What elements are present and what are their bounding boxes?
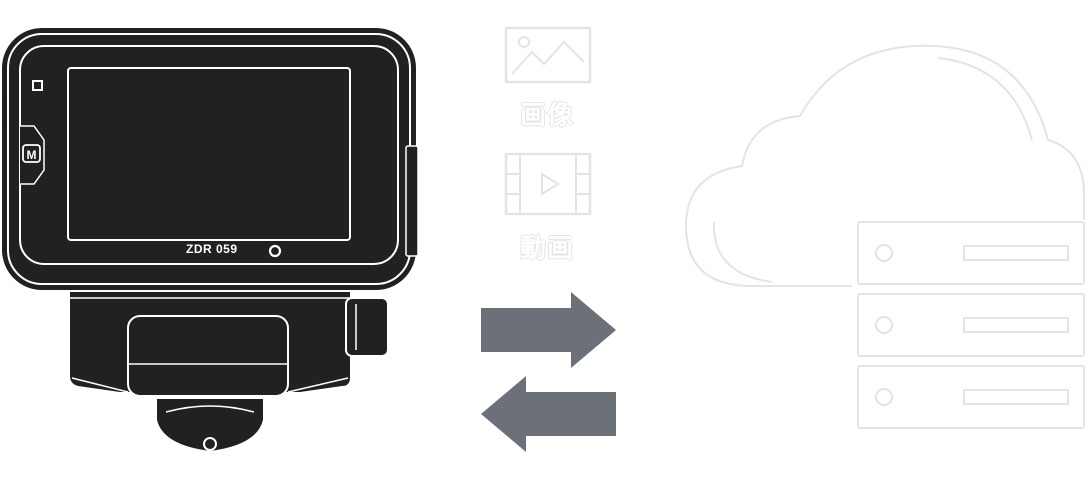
display-screen bbox=[67, 67, 351, 241]
cloud-server-icon bbox=[684, 44, 1085, 429]
led-indicator bbox=[32, 80, 43, 91]
image-label: 画像 bbox=[519, 101, 574, 131]
arrow-left-icon bbox=[481, 376, 616, 452]
menu-button: M bbox=[20, 125, 45, 185]
arrow-right-icon bbox=[481, 292, 616, 368]
menu-button-letter: M bbox=[27, 148, 37, 162]
model-label: ZDR 059 bbox=[186, 242, 238, 256]
dashcam-illustration: M bbox=[2, 28, 419, 454]
video-label: 動画 bbox=[519, 234, 574, 264]
video-icon bbox=[504, 152, 592, 216]
record-button-icon bbox=[268, 244, 282, 258]
image-icon bbox=[504, 26, 592, 84]
mount-base bbox=[70, 292, 389, 454]
transfer-arrows bbox=[481, 292, 616, 452]
